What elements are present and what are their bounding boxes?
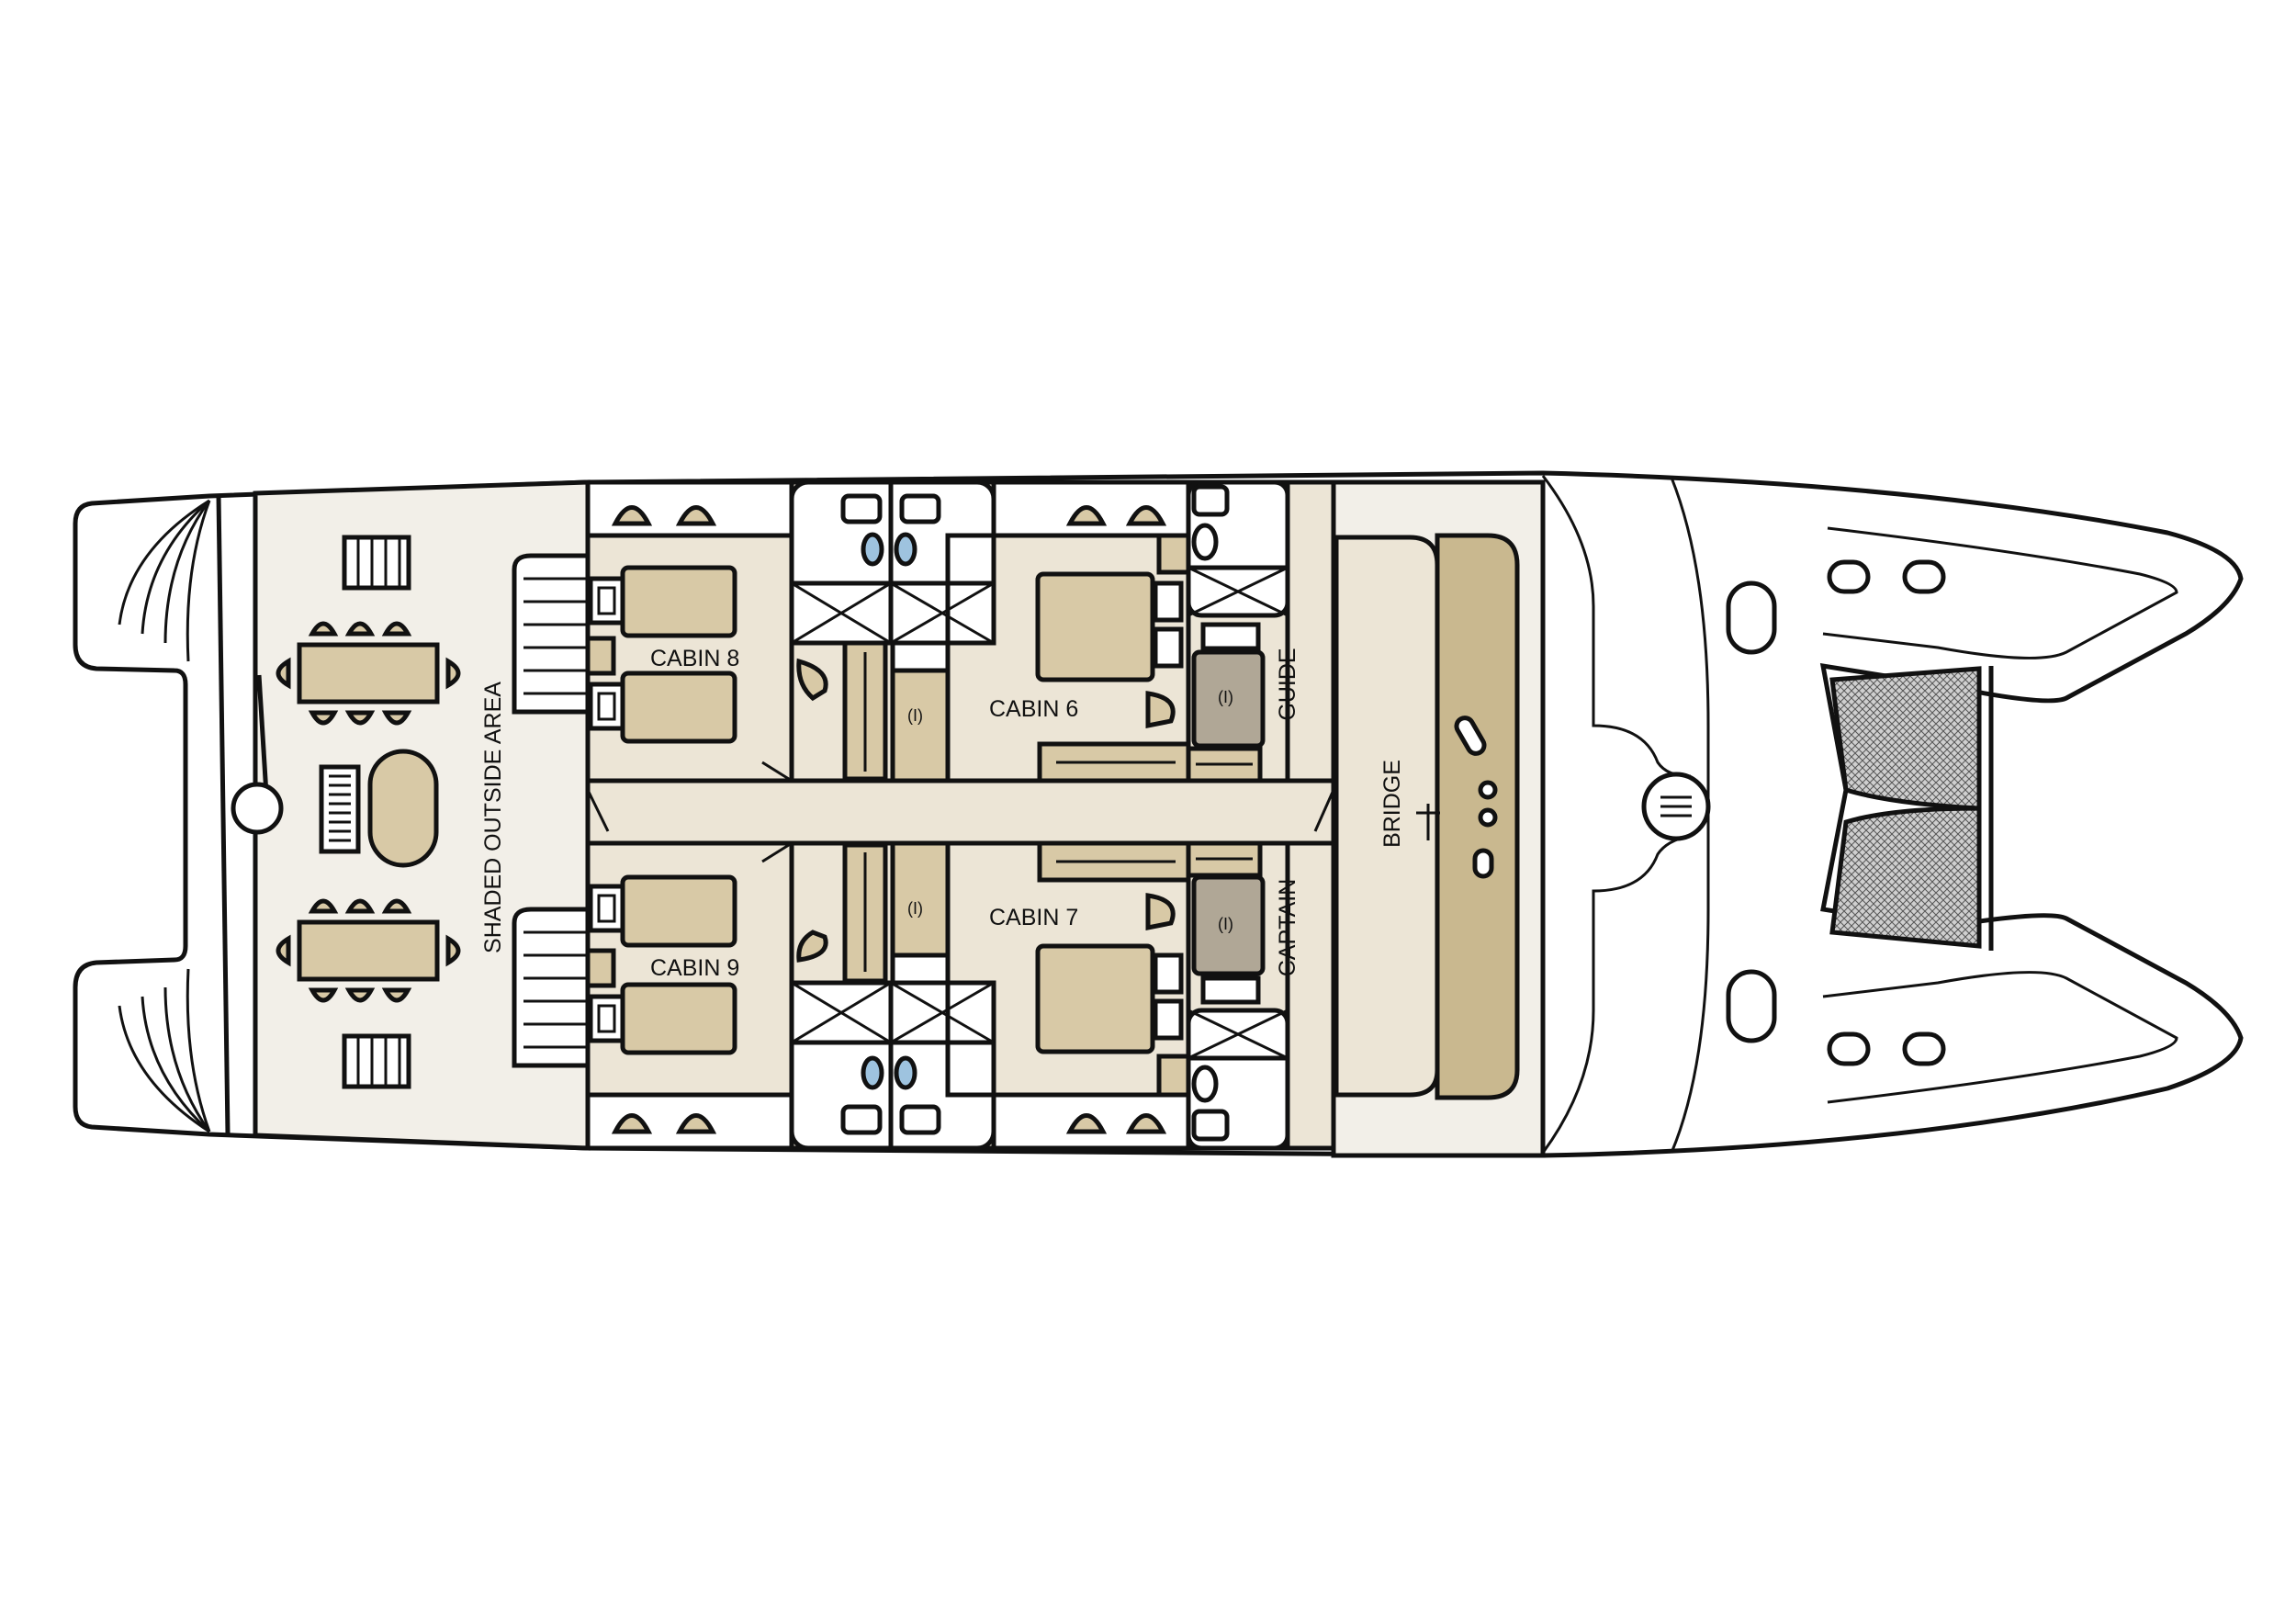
trampoline-nets [1829, 666, 1994, 951]
dining-table-top [276, 621, 461, 726]
bathroom-top [789, 479, 996, 646]
guide-cabin: (I) GUIDE [1186, 479, 1336, 783]
closets-middle: (I) (I) [890, 640, 951, 986]
ladder-bottom [342, 1033, 411, 1089]
svg-text:(I): (I) [1218, 915, 1233, 933]
lounge-table [319, 749, 439, 868]
cabin-7-label: CABIN 7 [989, 905, 1078, 930]
cabin-8: CABIN 8 [585, 533, 828, 783]
guide-label: GUIDE [1275, 648, 1300, 720]
central-corridor [585, 778, 1336, 846]
shaded-outside-area: SHADED OUTSIDE AREA [231, 479, 591, 1151]
dining-table-bottom [276, 898, 461, 1003]
bridge-label: BRIDGE [1379, 760, 1405, 848]
stairs-top [512, 553, 591, 715]
cabin-7: CABIN 7 [945, 840, 1191, 1098]
stairs-bottom [512, 907, 591, 1068]
svg-text:(I): (I) [1218, 688, 1233, 706]
wardrobes-left [842, 640, 888, 984]
cabin-6: CABIN 6 [945, 533, 1191, 783]
svg-text:(I): (I) [907, 899, 923, 918]
ladder-top [342, 535, 411, 591]
cabin-9-label: CABIN 9 [650, 955, 739, 981]
shaded-outside-area-label: SHADED OUTSIDE AREA [480, 682, 506, 953]
cabin-block: CABIN 8 CABIN 9 [512, 479, 1336, 1151]
captain-label: CAPTAIN [1275, 879, 1300, 977]
bathroom-bottom [789, 980, 996, 1151]
bridge: BRIDGE [1331, 479, 1546, 1158]
stern-steps [118, 495, 231, 1135]
svg-text:(I): (I) [907, 706, 923, 725]
bow-fittings [1641, 559, 1946, 1066]
cabin-8-label: CABIN 8 [650, 646, 739, 671]
captain-cabin: (I) CAPTAIN [1186, 840, 1336, 1151]
cabin-6-label: CABIN 6 [989, 696, 1078, 722]
cabin-9: CABIN 9 [585, 840, 828, 1098]
